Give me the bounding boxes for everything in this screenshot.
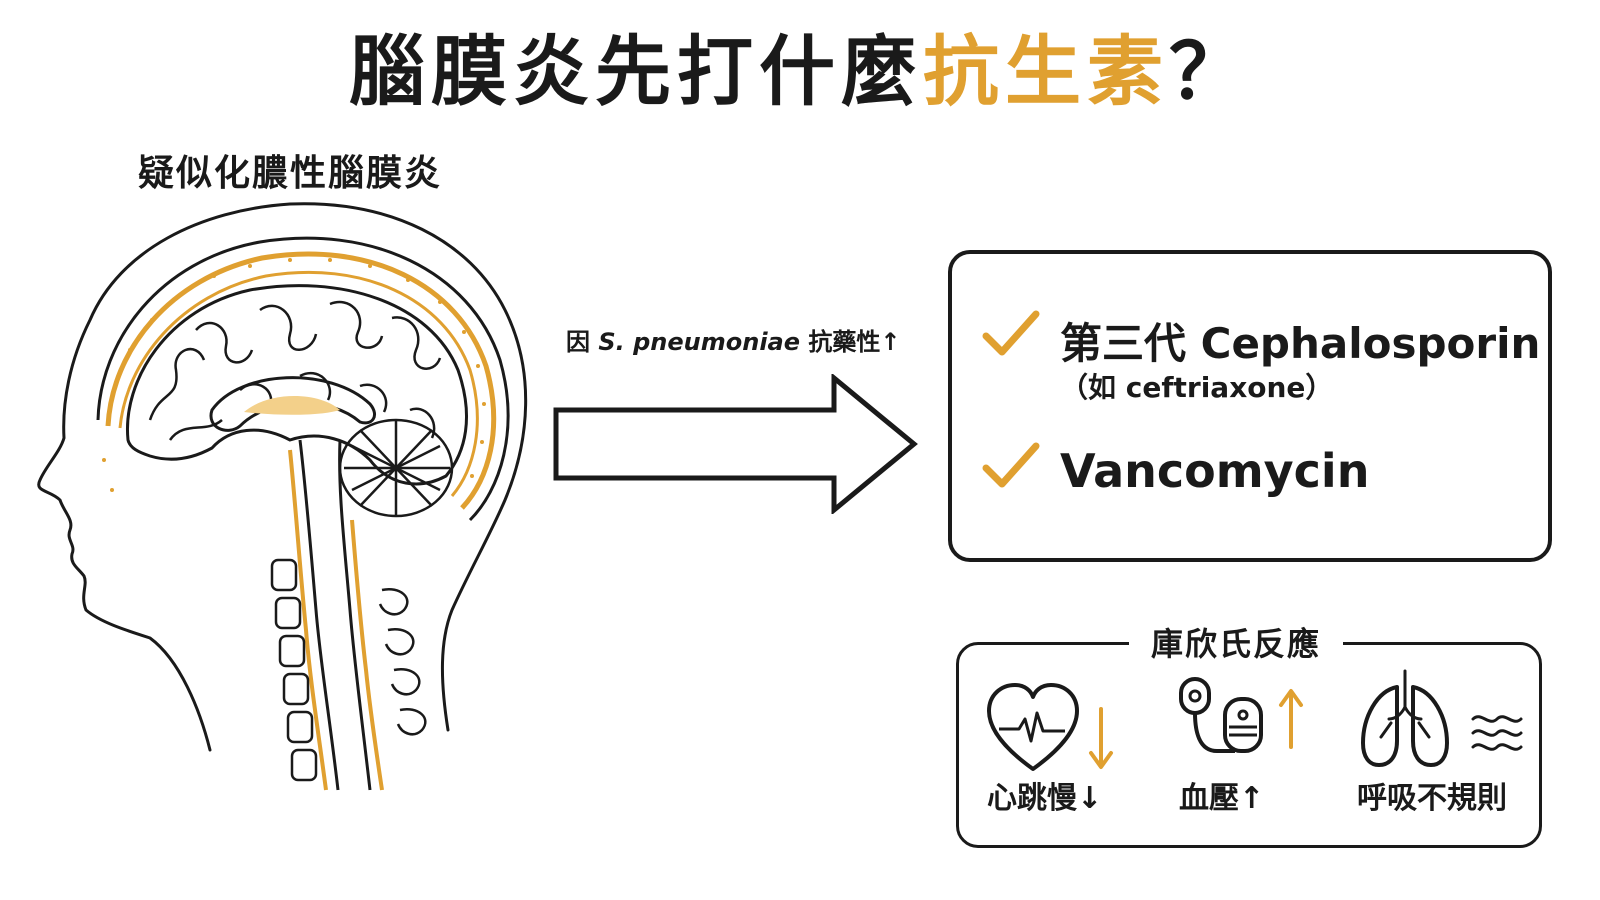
diagram-subtitle: 疑似化膿性腦膜炎 xyxy=(138,153,443,194)
heart-ecg-icon xyxy=(987,683,1113,771)
corpus-callosum xyxy=(209,376,376,432)
head-brain-illustration xyxy=(37,202,528,791)
title-accent: 抗生素 xyxy=(923,27,1169,116)
symptom-hypertension: 血壓↑ xyxy=(1179,781,1265,816)
head-outline xyxy=(37,202,528,752)
lungs-icon xyxy=(1361,669,1523,767)
arrow-caption-prefix: 因 xyxy=(566,328,599,356)
meninges-inner xyxy=(118,270,479,497)
meninges-outer xyxy=(105,251,497,510)
symptom-bradycardia: 心跳慢↓ xyxy=(987,781,1103,816)
check-icon xyxy=(982,442,1040,488)
cushing-reflex-box: 庫欣氏反應 心跳慢↓ 血壓↑ 呼吸不規則 xyxy=(956,619,1542,848)
right-arrow-icon xyxy=(553,374,918,514)
brainstem-back xyxy=(338,439,372,791)
arrow-caption-organism: S. pneumoniae xyxy=(598,328,801,356)
csf-front xyxy=(288,449,328,791)
cerebrum-outline xyxy=(125,284,469,486)
page-title: 腦膜炎先打什麼抗生素？ xyxy=(0,22,1600,122)
cerebellum xyxy=(338,418,454,518)
cushing-title: 庫欣氏反應 xyxy=(1129,619,1344,665)
treatment-box: 第三代 Cephalosporin （如 ceftriaxone） Vancom… xyxy=(948,250,1552,562)
symptom-irregular-breathing: 呼吸不規則 xyxy=(1357,781,1507,816)
brainstem xyxy=(298,439,340,791)
csf-back xyxy=(350,519,384,791)
title-tail: ？ xyxy=(1169,27,1251,116)
arrow-caption: 因 S. pneumoniae 抗藥性↑ xyxy=(566,322,901,357)
meninges-dots xyxy=(102,258,486,492)
treatment-item-note: （如 ceftriaxone） xyxy=(1060,371,1334,404)
arrow-caption-suffix: 抗藥性↑ xyxy=(800,328,901,356)
title-main: 腦膜炎先打什麼 xyxy=(349,27,923,116)
skull-line xyxy=(96,236,510,522)
treatment-item-vancomycin: Vancomycin xyxy=(1060,444,1370,498)
treatment-item-cephalosporin: 第三代 Cephalosporin xyxy=(1060,319,1541,368)
check-icon xyxy=(982,310,1040,356)
vertebrae xyxy=(270,558,427,782)
blood-pressure-icon xyxy=(1179,677,1303,753)
ventricle xyxy=(244,396,340,415)
